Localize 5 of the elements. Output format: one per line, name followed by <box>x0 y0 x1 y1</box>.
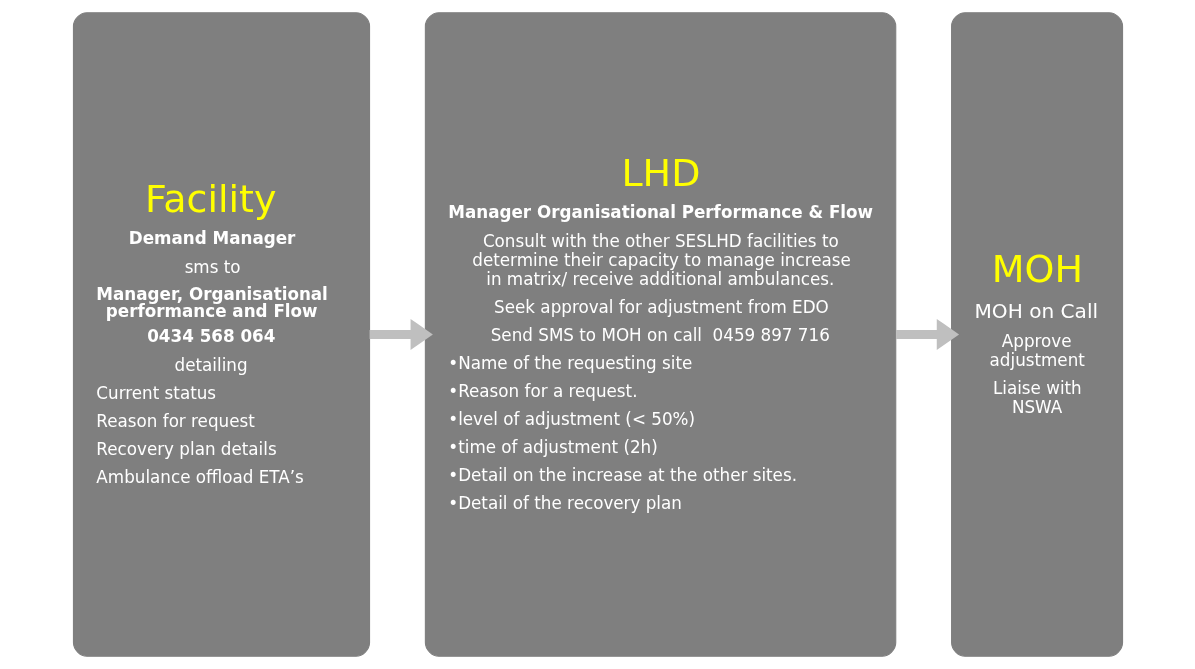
node-box: Facility Demand Manager sms to Manager, Organisational performance and Flow 0434 568 064 detailing Current status Reason for request Recovery plan details Ambulance offload ETA’s <box>72 12 370 657</box>
node-box: MOH MOH on Call Approve adjustment Liaise with NSWA <box>950 12 1123 657</box>
arrow <box>369 318 433 351</box>
arrow <box>895 318 959 351</box>
node-box: LHD Manager Organisational Performance & Flow Consult with the other SESLHD facilities to determine their capacity to manage increase in matrix/ receive additional ambulances. Seek approval for adjustment from EDO Send SMS to MOH on call 0459 897 716 •Name of the requesting site •Reason for a request. •level of adjustment (< 50%) •time of adjustment (2h) •Detail on the increase at the other sites. •Detail of the recovery plan <box>424 12 896 657</box>
